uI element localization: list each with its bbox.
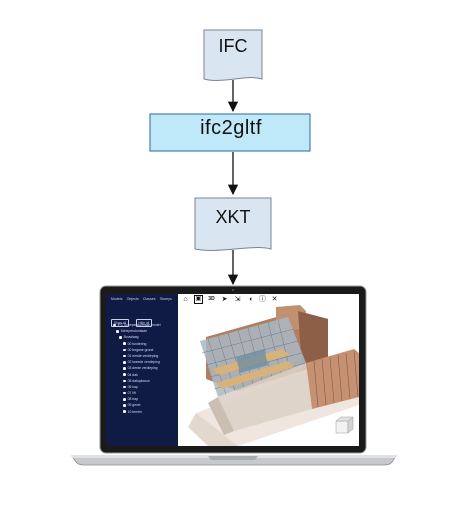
ifc-document-node (203, 29, 263, 81)
tree-item[interactable]: 07 lift (123, 391, 161, 397)
tree-item[interactable]: Bouwlaag (119, 335, 161, 341)
tree-item[interactable]: IFC Schependomlaan model (113, 323, 161, 329)
object-tree: IFC Schependomlaan model Schependomlaan … (113, 323, 161, 416)
three-d-icon[interactable]: 3D (208, 296, 215, 302)
viewer-toolbar: ⌂ ▣ 3D ➤ ⇲ ◖ ⓘ ✕ (178, 294, 359, 305)
tree-item[interactable]: 08 trap (123, 397, 161, 403)
tree-item[interactable]: Schependomlaan (116, 329, 161, 335)
tab-storeys[interactable]: Storeys (159, 297, 172, 301)
bim-model-render[interactable] (178, 305, 359, 446)
tree-item[interactable]: 09 gevel (123, 403, 161, 409)
explorer-sidebar: Models Objects Classes Storeys Show all … (106, 294, 178, 446)
section-plane-icon[interactable]: ✕ (271, 296, 278, 303)
hide-icon[interactable]: ◖ (248, 296, 253, 303)
tab-objects[interactable]: Objects (126, 297, 139, 301)
tab-models[interactable]: Models (111, 297, 123, 301)
tree-item[interactable]: 03 derde verdieping (123, 366, 161, 372)
tree-item[interactable]: 00 fundering (123, 342, 161, 348)
tree-item[interactable]: 00 begane grond (123, 348, 161, 354)
select-cursor-icon[interactable]: ➤ (221, 296, 228, 303)
converter-process-node (149, 113, 311, 152)
xkt-label: XKT (215, 207, 251, 227)
tree-item[interactable]: 02 tweede verdieping (123, 360, 161, 366)
measure-icon[interactable]: ⇲ (234, 296, 241, 303)
viewer-screen: Models Objects Classes Storeys Show all … (106, 294, 359, 446)
tree-item[interactable]: 10 terrein (123, 410, 161, 416)
xkt-document-node (194, 197, 272, 251)
tree-item[interactable]: 01 eerste verdieping (123, 354, 161, 360)
query-info-icon[interactable]: ⓘ (259, 296, 266, 303)
home-icon[interactable]: ⌂ (183, 296, 188, 303)
tree-item[interactable]: 04 dak (123, 373, 161, 379)
tab-classes[interactable]: Classes (142, 297, 156, 301)
explorer-tabs: Models Objects Classes Storeys (111, 297, 175, 301)
view-cube-icon[interactable]: ▣ (194, 295, 203, 304)
converter-label: ifc2gltf (200, 117, 262, 139)
tree-item[interactable]: 06 kap (123, 385, 161, 391)
ifc-label: IFC (218, 36, 248, 56)
tree-item[interactable]: 05 dakopbouw (123, 379, 161, 385)
